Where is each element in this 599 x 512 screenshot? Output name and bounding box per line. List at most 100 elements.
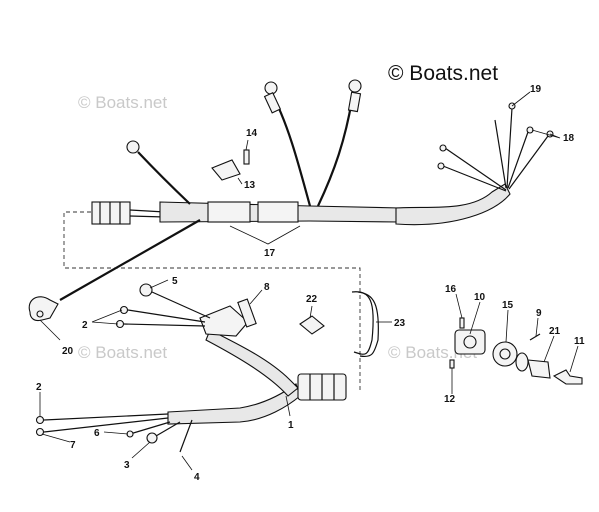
callout-11: 11 [574, 336, 585, 347]
callout-10: 10 [474, 292, 486, 303]
fan-wire [442, 165, 507, 192]
callout-15: 15 [502, 300, 514, 311]
leader-1 [285, 395, 291, 417]
switch-shaft [463, 335, 477, 349]
battery-cable-upper-2 [317, 99, 354, 207]
leader-22 [309, 305, 313, 319]
callout-23: 23 [394, 318, 406, 329]
lower-harness-sleeve [167, 383, 301, 425]
battery-terminal-ring [126, 140, 140, 154]
terminal-boot [263, 91, 282, 114]
fan-wire [444, 147, 507, 191]
bezel-part [515, 352, 529, 372]
leader-15 [505, 309, 509, 343]
terminal-ring [146, 432, 158, 444]
lead-wire [151, 291, 211, 319]
callout-22: 22 [306, 294, 318, 305]
terminal-ring-5 [139, 283, 153, 297]
callout-12: 12 [444, 394, 456, 405]
leader-11 [569, 345, 579, 373]
washer-part-12 [449, 359, 455, 369]
leader-lines [39, 91, 579, 471]
leader-8 [249, 289, 263, 305]
bracket-part-23 [357, 291, 379, 358]
callout-13: 13 [244, 180, 256, 191]
callout-17: 17 [264, 248, 276, 259]
switch-nut-hole [499, 348, 511, 360]
lead-wire [179, 419, 193, 453]
lower-harness [35, 283, 379, 453]
leader-16 [455, 293, 463, 319]
clamp-part-13 [211, 159, 241, 181]
watermark-bottom-left: © Boats.net [78, 343, 167, 362]
leader-3 [131, 441, 151, 459]
leader-17 [229, 225, 301, 245]
fan-wire [507, 131, 529, 189]
connector-wires [129, 209, 166, 218]
callout-9: 9 [536, 308, 542, 319]
battery-terminal-ring [264, 81, 278, 95]
callout-20: 20 [62, 346, 74, 357]
short-cable-upper [137, 151, 191, 205]
fan-wire [494, 119, 507, 189]
pin-part-9 [529, 333, 541, 341]
lead-wire [127, 309, 206, 323]
callout-6: 6 [94, 428, 100, 439]
dashed-routing-line [63, 211, 361, 390]
callout-18: 18 [563, 133, 575, 144]
ground-terminal [28, 296, 59, 322]
leader-9 [535, 317, 539, 337]
upper-left-connector [91, 201, 131, 225]
leader-7 [41, 433, 71, 443]
callout-7: 7 [70, 440, 76, 451]
battery-cable-upper-1 [274, 99, 312, 207]
leader-5 [149, 279, 169, 289]
leader-14 [245, 139, 249, 151]
callout-19: 19 [530, 84, 542, 95]
lead-wire [43, 417, 169, 433]
callout-8: 8 [264, 282, 270, 293]
leader-21 [543, 335, 555, 363]
leader-4 [181, 455, 193, 471]
lead-wire [129, 421, 171, 435]
terminal-eye [437, 162, 445, 170]
callout-labels: 14 13 17 19 18 5 2 8 22 23 20 1 2 7 6 3 … [36, 84, 585, 483]
callout-14: 14 [246, 128, 258, 139]
terminal-eye [119, 305, 129, 315]
terminal-eye [439, 144, 447, 152]
mid-connector-b [257, 201, 299, 223]
battery-terminal-ring [348, 79, 362, 93]
fan-wire [508, 135, 549, 190]
lead-wire [43, 413, 169, 421]
callout-21: 21 [549, 326, 561, 337]
callout-2a: 2 [82, 320, 88, 331]
clip-part-22 [299, 315, 325, 335]
terminal-eye [35, 415, 45, 425]
cap-part-21 [527, 359, 551, 379]
leader-13 [237, 177, 243, 185]
lead-wire [123, 323, 206, 327]
fan-wire [506, 107, 513, 189]
lead-wire [155, 421, 181, 437]
ground-terminal-hole [36, 310, 44, 318]
watermark-main: © Boats.net [388, 62, 498, 85]
callout-5: 5 [172, 276, 178, 287]
watermark-top-left: © Boats.net [78, 93, 167, 112]
bracket-part-23 [351, 291, 374, 355]
terminal-boot [347, 91, 362, 113]
ignition-switch-assembly [449, 317, 583, 385]
solenoid-body [199, 305, 249, 337]
leader-20 [39, 319, 61, 341]
upper-harness-right-section [395, 183, 511, 226]
callout-3: 3 [124, 460, 130, 471]
leader-2a [91, 309, 123, 325]
terminal-eye [35, 427, 45, 437]
callout-2b: 2 [36, 382, 42, 393]
long-ground-cable [59, 219, 201, 301]
leader-6 [103, 431, 129, 435]
leader-19 [511, 91, 531, 107]
screw-part-14 [243, 149, 250, 165]
upper-harness [28, 79, 554, 390]
leader-10 [469, 301, 481, 335]
